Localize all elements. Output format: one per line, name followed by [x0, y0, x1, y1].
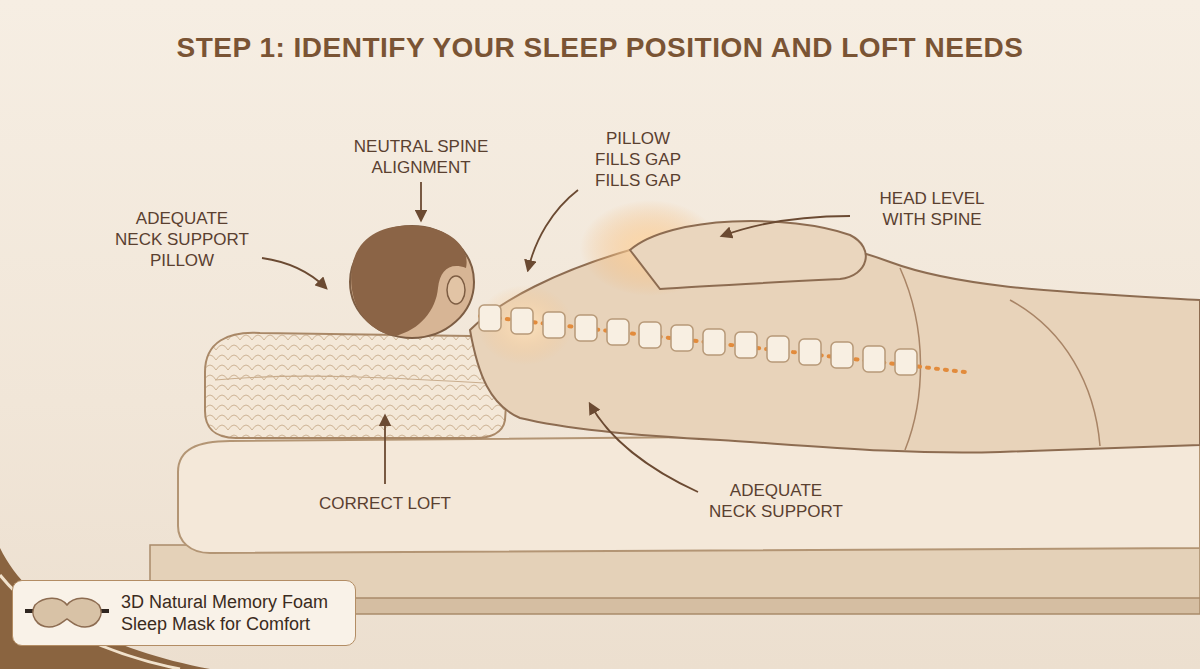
pillow — [205, 333, 508, 438]
title-heading: STEP 1: IDENTIFY YOUR SLEEP POSITION AND… — [0, 32, 1200, 64]
leader-arrows-part — [590, 404, 698, 492]
head — [350, 225, 474, 338]
spine-part-part — [479, 305, 501, 331]
leader-arrows-part — [528, 190, 578, 270]
spine-part-part — [575, 315, 597, 341]
head-part — [447, 276, 465, 304]
sleep-mask-icon — [25, 591, 109, 635]
spine-part-part — [735, 332, 757, 358]
callout-label: HEAD LEVEL WITH SPINE — [862, 188, 1002, 230]
body-arm-part — [630, 221, 866, 289]
callout-label: CORRECT LOFT — [295, 493, 475, 514]
spine-part-part — [895, 349, 917, 375]
spine-part-part — [511, 308, 533, 334]
callout-label: PILLOW FILLS GAP FILLS GAP — [583, 128, 693, 191]
head-part — [351, 225, 467, 336]
spine — [479, 305, 965, 375]
spine-part — [479, 305, 917, 375]
badge-text: 3D Natural Memory Foam Sleep Mask for Co… — [121, 591, 339, 635]
callout-label: ADEQUATE NECK SUPPORT PILLOW — [112, 208, 252, 271]
head-part — [350, 226, 474, 338]
spine-part-part — [639, 322, 661, 348]
callout-label: NEUTRAL SPINE ALIGNMENT — [346, 136, 496, 178]
spine-part-part — [767, 336, 789, 362]
sleep-mask-icon-part — [33, 598, 101, 627]
spine-part-part — [799, 339, 821, 365]
leader-arrows-part — [262, 258, 326, 288]
spine-part-part — [543, 312, 565, 338]
pillow-part — [205, 333, 508, 438]
pillow-part — [215, 376, 500, 384]
leader-arrows-part — [722, 216, 850, 236]
spine-part-part — [703, 329, 725, 355]
leader-arrows-part — [384, 416, 386, 484]
body-arm — [630, 221, 866, 289]
callout-label: ADEQUATE NECK SUPPORT — [706, 480, 846, 522]
body-torso-part — [1010, 300, 1100, 446]
spine-part-part — [831, 342, 853, 368]
leader-arrows-part — [420, 182, 422, 220]
spine-part-part — [607, 319, 629, 345]
product-badge: 3D Natural Memory Foam Sleep Mask for Co… — [12, 580, 356, 646]
spine-part-part — [671, 325, 693, 351]
spine-part-part — [863, 346, 885, 372]
leader-arrows — [262, 182, 850, 492]
glow-highlight-part — [477, 285, 573, 365]
